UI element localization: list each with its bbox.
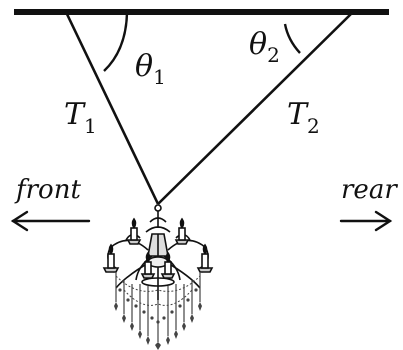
cable-t1 bbox=[64, 11, 160, 205]
right-arrow-icon bbox=[339, 210, 393, 232]
theta2-label: θ2 bbox=[249, 27, 280, 67]
rear-label: rear bbox=[341, 175, 398, 205]
tension-t1-label: T1 bbox=[64, 97, 97, 138]
left-arrow-icon bbox=[10, 210, 91, 232]
theta1-label: θ1 bbox=[135, 49, 166, 89]
theta1-arc bbox=[103, 12, 129, 72]
tension-t2-label: T2 bbox=[287, 97, 320, 138]
chandelier-icon bbox=[102, 204, 214, 350]
front-label: front bbox=[14, 175, 81, 205]
cable-t2 bbox=[157, 11, 354, 205]
theta2-arc bbox=[283, 23, 301, 54]
